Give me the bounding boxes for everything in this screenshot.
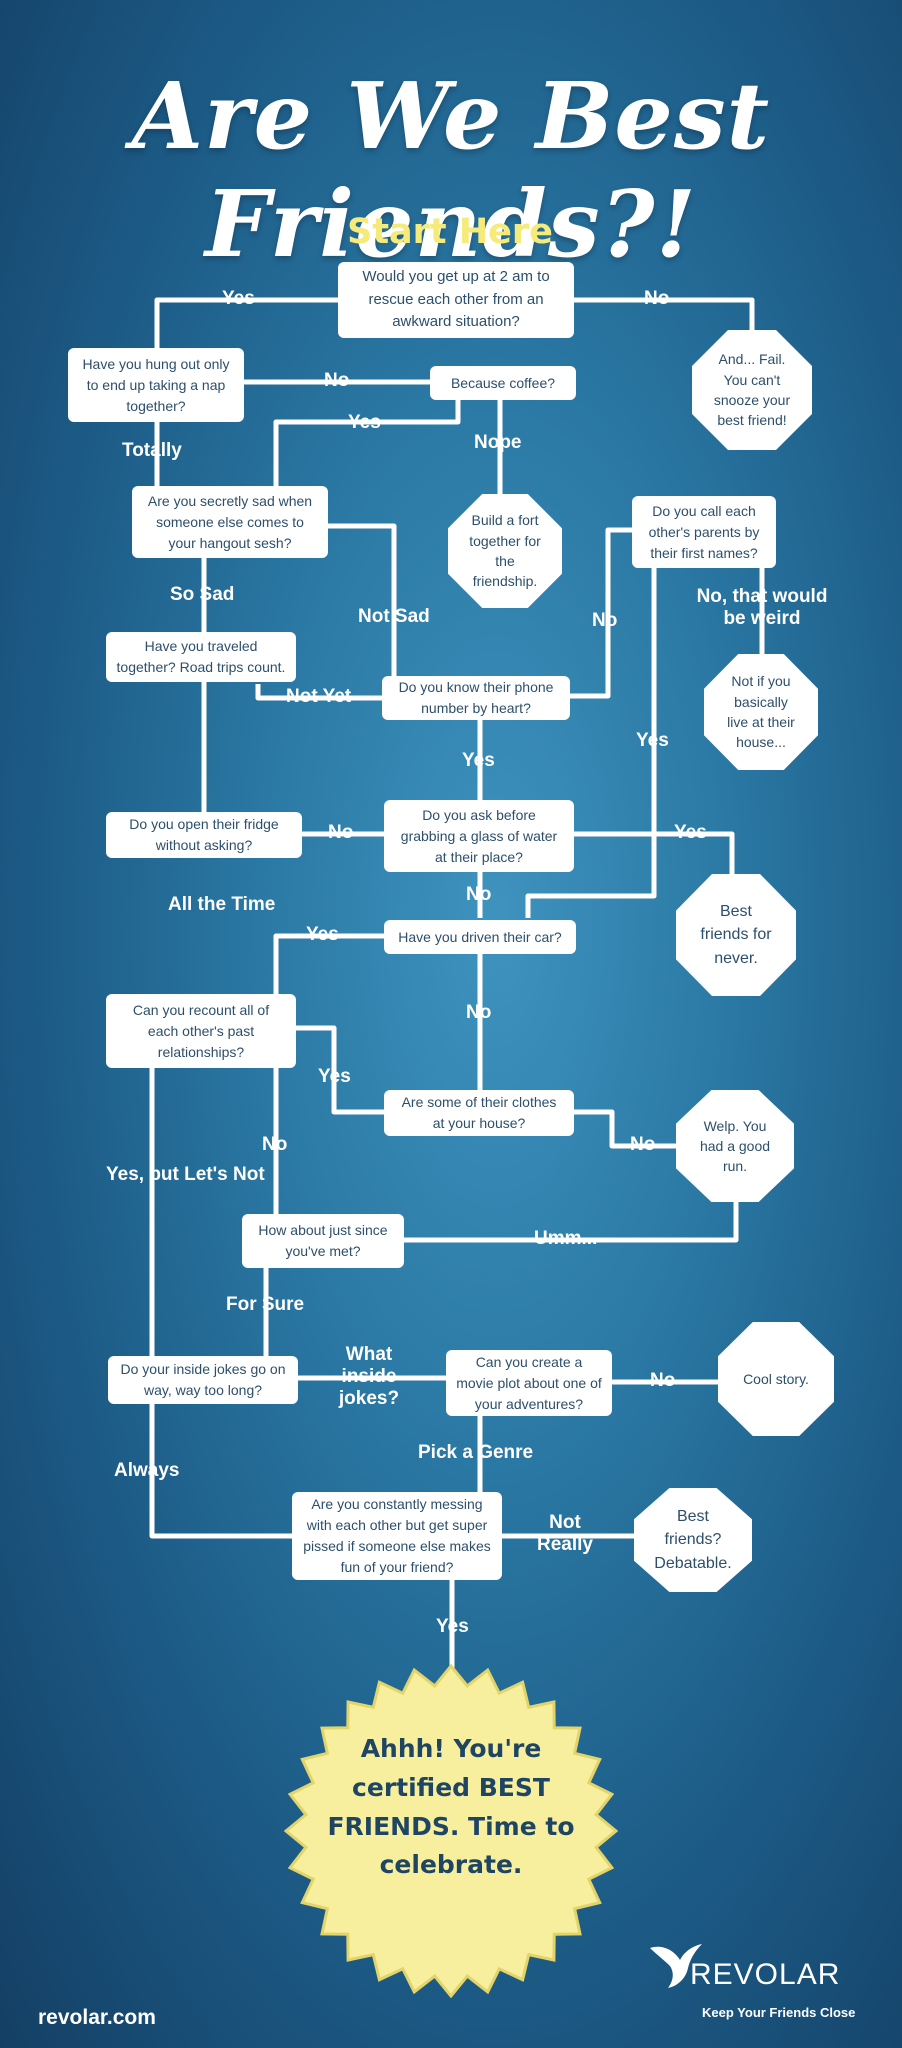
question-box: Do your inside jokes go on way, way too … (108, 1356, 298, 1404)
question-box: Do you ask before grabbing a glass of wa… (384, 800, 574, 872)
branch-label: No (630, 1134, 656, 1155)
outcome-octagon: And... Fail. You can't snooze your best … (692, 330, 812, 450)
branch-label: Always (114, 1460, 180, 1481)
branch-label: No (262, 1134, 288, 1155)
question-box: Can you recount all of each other's past… (106, 994, 296, 1068)
branch-label: No (466, 884, 492, 905)
question-box: Would you get up at 2 am to rescue each … (338, 262, 574, 338)
branch-label: No (466, 1002, 492, 1023)
line-q4-q7 (328, 523, 397, 676)
branch-label: For Sure (226, 1294, 305, 1315)
branch-label: Yes (318, 1066, 351, 1087)
brand-name: REVOLAR (690, 1958, 841, 1991)
branch-label: What inside jokes? (338, 1344, 400, 1409)
final-result-text: Ahhh! You're certified BEST FRIENDS. Tim… (327, 1734, 575, 1880)
outcome-octagon: Build a fort together for the friendship… (448, 494, 562, 608)
branch-label: So Sad (170, 584, 235, 605)
outcome-octagon: Cool story. (718, 1322, 834, 1436)
outcome-octagon: Not if you basically live at their house… (704, 654, 818, 770)
branch-label: No (324, 370, 350, 391)
branch-label: Not Really (537, 1512, 593, 1555)
question-box: Do you open their fridge without asking? (106, 812, 302, 858)
question-box: Because coffee? (430, 366, 576, 400)
branch-label: Yes (222, 288, 255, 309)
line-q7-q5 (570, 527, 632, 699)
branch-label: Yes, but Let's Not (106, 1164, 265, 1185)
branch-label: Yes (348, 412, 381, 433)
line-o5-q13 (404, 1200, 739, 1243)
line-q6-q7 (255, 684, 382, 701)
outcome-octagon: Welp. You had a good run. (676, 1090, 794, 1202)
branch-label: Yes (436, 1616, 469, 1637)
question-box: How about just since you've met? (242, 1214, 404, 1268)
branch-label: Yes (636, 730, 669, 751)
branch-label: Pick a Genre (418, 1442, 534, 1463)
outcome-octagon: Best friends? Debatable. (634, 1488, 752, 1592)
question-box: Have you hung out only to end up taking … (68, 348, 244, 422)
branch-label: Yes (674, 822, 707, 843)
hummingbird-logo-icon (650, 1944, 702, 1988)
branch-label: Not Sad (358, 606, 430, 627)
branch-label: No (644, 288, 670, 309)
question-box: Are some of their clothes at your house? (384, 1090, 574, 1136)
line-q3-q4 (273, 400, 461, 486)
question-box: Have you driven their car? (384, 920, 576, 954)
outcome-octagon: Best friends for never. (676, 874, 796, 996)
start-here-label: Start Here (347, 212, 553, 252)
branch-label: No (650, 1370, 676, 1391)
line-q14-q16 (149, 1402, 292, 1539)
line-q5-q10 (525, 568, 657, 918)
branch-label: Yes (462, 750, 495, 771)
question-box: Do you know their phone number by heart? (382, 676, 570, 720)
branch-label: Yes (306, 924, 339, 945)
line-q12-o5 (574, 1109, 676, 1149)
branch-label: Nope (474, 432, 522, 453)
branch-label: All the Time (168, 894, 276, 915)
branch-label: Umm... (534, 1228, 598, 1249)
line-q10-q11 (273, 933, 384, 994)
question-box: Have you traveled together? Road trips c… (106, 632, 296, 682)
branch-label: No (328, 822, 354, 843)
branch-label: No, that would be weird (696, 586, 828, 629)
question-box: Can you create a movie plot about one of… (446, 1350, 612, 1416)
line-q1-q2 (154, 297, 338, 348)
branch-label: Not Yet (286, 686, 352, 707)
line-q1-o1 (574, 297, 755, 334)
question-box: Do you call each other's parents by thei… (632, 496, 776, 568)
question-box: Are you constantly messing with each oth… (292, 1492, 502, 1580)
branch-label: Totally (122, 440, 182, 461)
line-q11-q12 (296, 1025, 384, 1115)
final-starburst (284, 1664, 618, 1998)
footer-url[interactable]: revolar.com (38, 2006, 156, 2029)
brand-tagline: Keep Your Friends Close (702, 2005, 856, 2020)
question-box: Are you secretly sad when someone else c… (132, 486, 328, 558)
line-q9-o4 (574, 831, 735, 876)
page-title: Are We Best Friends?! (131, 62, 771, 278)
branch-label: No (592, 610, 618, 631)
